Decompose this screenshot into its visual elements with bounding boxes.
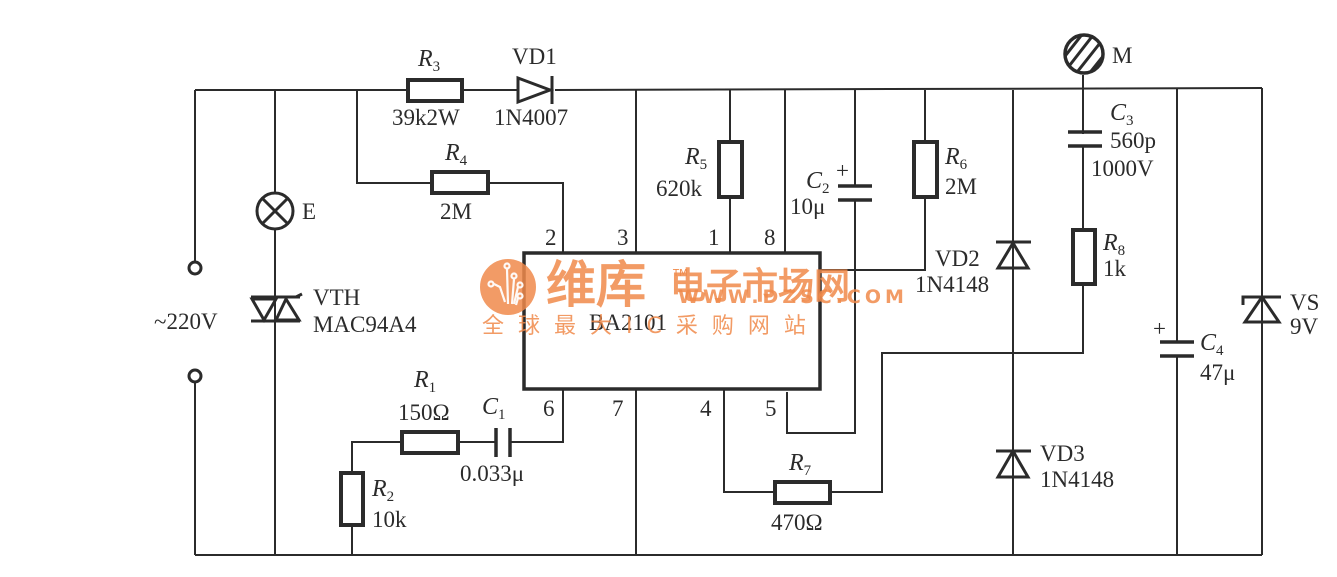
wires (194, 75, 1263, 556)
r5-value: 620k (656, 176, 703, 201)
ic-body (522, 251, 822, 391)
vd3-value: 1N4148 (1040, 467, 1114, 492)
vd3-ref: VD3 (1040, 441, 1085, 466)
ic-pin-6: 6 (543, 396, 555, 421)
ic-name: BA2101 (589, 310, 667, 335)
zener-vs: VS 9V (1241, 290, 1319, 339)
wire-c1-pin6 (510, 390, 564, 443)
r2-ref: R2 (371, 476, 394, 505)
vd2-value: 1N4148 (915, 272, 989, 297)
c1-ref: C1 (482, 394, 506, 423)
r6-ref: R6 (944, 144, 968, 173)
c2-ref: C2 (806, 168, 830, 197)
watermark-url: WWW.DZSC.COM (678, 286, 908, 308)
r3-ref: R3 (417, 46, 440, 75)
ic-pin-7: 7 (612, 396, 624, 421)
r7-value: 470Ω (771, 510, 823, 535)
diode-vd2: VD2 1N4148 (915, 240, 1031, 297)
ic-ba2101: 2 3 1 8 6 7 4 5 BA2101 (522, 225, 822, 421)
diode-vd3: VD3 1N4148 (995, 441, 1114, 492)
c4-polarity: + (1153, 316, 1166, 341)
vd2-ref: VD2 (935, 246, 980, 271)
c2-polarity: + (836, 158, 849, 183)
wire-pin4-r7 (723, 390, 775, 493)
vd1-ref: VD1 (512, 44, 557, 69)
wire-r4-left (356, 90, 432, 184)
r5-ref: R5 (684, 144, 707, 173)
vd1-value: 1N4007 (494, 105, 568, 130)
capacitor-c3: C3 560p 1000V (1068, 100, 1156, 181)
watermark-name: 电子市场网 (670, 266, 850, 307)
watermark: TM 维库 电子市场网 WWW.DZSC.COM 全球最大IC采购网站 (480, 256, 908, 339)
wire-r6-ic (820, 197, 926, 271)
ic-pin-5: 5 (765, 396, 777, 421)
ic-pin-1: 1 (708, 225, 720, 250)
vth-ref: VTH (313, 285, 360, 310)
supply-terminals: ~220V (154, 260, 218, 384)
c2-value: 10μ (790, 194, 825, 219)
r4-ref: R4 (444, 140, 468, 169)
resistor-r3: R3 39k2W (392, 46, 464, 130)
resistor-r8: R8 1k (1071, 228, 1127, 286)
terminal-top (187, 260, 203, 276)
ic-pin-8: 8 (764, 225, 776, 250)
ic-pin-4: 4 (700, 396, 712, 421)
diode-vd1: VD1 1N4007 (494, 44, 568, 130)
capacitor-c4: + C4 47μ (1153, 316, 1235, 385)
wire-r8-r7 (830, 284, 1084, 493)
wire-r2-r1 (351, 441, 402, 473)
resistor-r1: R1 150Ω (398, 367, 460, 455)
ic-pin-2: 2 (545, 225, 557, 250)
vth-value: MAC94A4 (313, 312, 417, 337)
c3-rating: 1000V (1091, 156, 1154, 181)
r8-value: 1k (1103, 256, 1127, 281)
terminal-bottom (187, 368, 203, 384)
r7-ref: R7 (788, 450, 812, 479)
lamp-ref: E (302, 199, 316, 224)
c4-ref: C4 (1200, 330, 1224, 359)
resistor-r2: R2 10k (339, 471, 407, 532)
watermark-slogan: 全球最大IC采购网站 (482, 314, 820, 339)
watermark-tm: TM (672, 268, 688, 279)
watermark-brand: 维库 (546, 256, 646, 314)
c3-ref: C3 (1110, 100, 1134, 129)
r4-value: 2M (440, 199, 472, 224)
wire-top-rail (554, 87, 1263, 91)
supply-label: ~220V (154, 309, 218, 334)
r1-ref: R1 (413, 367, 436, 396)
c3-value: 560p (1110, 128, 1156, 153)
r6-value: 2M (945, 174, 977, 199)
capacitor-c1: C1 0.033μ (460, 394, 524, 486)
c1-value: 0.033μ (460, 461, 524, 486)
vs-value: 9V (1290, 314, 1319, 339)
wire-r4-pin2 (488, 182, 564, 253)
r3-value: 39k2W (392, 105, 460, 130)
wire-c2-pin5 (786, 200, 856, 434)
resistor-r6: R6 2M (912, 140, 977, 199)
vs-ref: VS (1290, 290, 1319, 315)
lamp-e: E (255, 191, 316, 231)
resistor-r5: R5 620k (656, 140, 744, 201)
triac-vth: VTH MAC94A4 (249, 285, 417, 337)
electrode-m: M (1063, 33, 1132, 75)
r2-value: 10k (372, 507, 407, 532)
r8-ref: R8 (1102, 230, 1125, 259)
r1-value: 150Ω (398, 400, 450, 425)
resistor-r4: R4 2M (430, 140, 490, 224)
resistor-r7: R7 470Ω (771, 450, 832, 535)
c4-value: 47μ (1200, 360, 1235, 385)
ic-pin-3: 3 (617, 225, 629, 250)
capacitor-c2: C2 + 10μ (790, 158, 872, 219)
electrode-ref: M (1112, 43, 1132, 68)
